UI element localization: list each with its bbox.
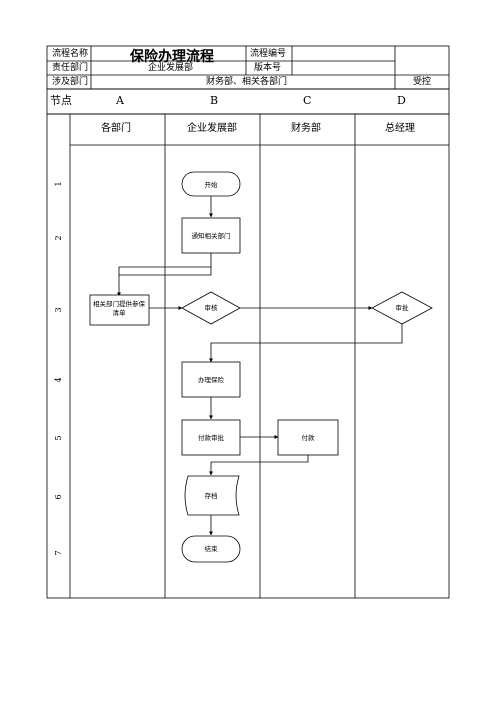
- node-col-a: A: [116, 94, 124, 107]
- arrow-notify-provide: [117, 253, 212, 297]
- node-label: 节点: [50, 94, 72, 107]
- approve-label: 审批: [396, 303, 410, 312]
- provide-list-process: [89, 294, 150, 326]
- control-status: 受控: [413, 77, 432, 87]
- step-number: 6: [54, 494, 63, 499]
- payment-process: [277, 419, 339, 456]
- owner-dept-label: 责任部门: [52, 63, 89, 73]
- step-number: 4: [54, 377, 63, 382]
- start-terminator: [181, 171, 241, 197]
- notify-label: 通知相关部门: [192, 231, 231, 240]
- involved-dept: 财务部、相关各部门: [206, 77, 288, 87]
- lane-header-c: 财务部: [291, 123, 321, 134]
- step-number: 7: [54, 550, 63, 555]
- version-label: 版本号: [254, 63, 282, 73]
- arrow-pay-archive: [209, 455, 309, 476]
- end-terminator: [181, 535, 241, 563]
- provide-list-label-2: 清单: [113, 308, 127, 317]
- owner-dept: 企业发展部: [148, 63, 194, 73]
- lane-header-d: 总经理: [385, 123, 415, 134]
- process-name-label: 流程名称: [52, 49, 89, 59]
- payment-label: 付款: [302, 433, 316, 442]
- step-number: 3: [54, 307, 63, 312]
- archive-label: 存档: [205, 491, 218, 500]
- payment-approval-process: [181, 419, 241, 456]
- end-label: 结束: [205, 544, 219, 553]
- arrow-approve-handle: [209, 323, 403, 363]
- approve-decision: [371, 291, 433, 325]
- handle-process: [181, 361, 241, 398]
- notify-process: [181, 217, 241, 254]
- handle-label: 办理保险: [198, 375, 225, 384]
- node-col-b: B: [210, 94, 219, 107]
- node-col-c: C: [303, 94, 312, 107]
- start-label: 开始: [205, 180, 219, 189]
- review-label: 审核: [205, 303, 219, 312]
- involved-dept-label: 涉及部门: [52, 77, 89, 87]
- review-decision: [181, 291, 241, 325]
- node-col-d: D: [397, 94, 406, 107]
- process-name: 保险办理流程: [130, 49, 214, 65]
- archive-document: [184, 475, 240, 516]
- arrow-notify-branch: [119, 267, 212, 276]
- provide-list-label-1: 相关部门提供参保: [93, 299, 146, 308]
- step-number: 5: [54, 435, 63, 440]
- payment-approval-label: 付款审批: [198, 433, 225, 442]
- lane-header-b: 企业发展部: [187, 123, 237, 134]
- lane-header-a: 各部门: [101, 123, 131, 134]
- step-number: 1: [54, 181, 63, 186]
- process-no-label: 流程编号: [250, 49, 287, 59]
- step-number: 2: [54, 235, 63, 240]
